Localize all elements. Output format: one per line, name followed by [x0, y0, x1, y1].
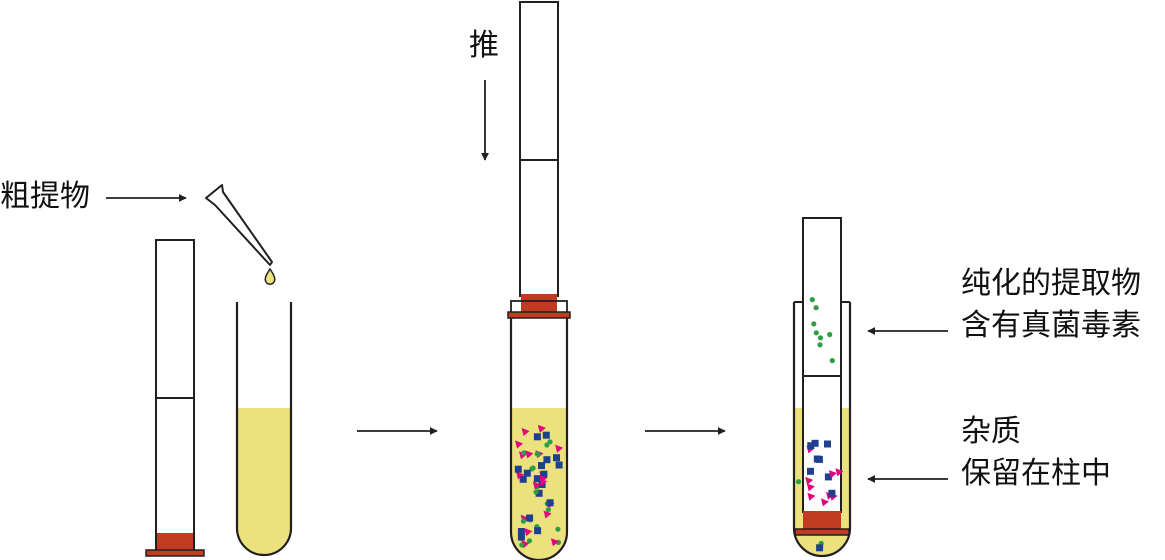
dot-particle — [829, 358, 835, 364]
purified-toxin-dots — [809, 297, 835, 364]
dot-particle — [519, 542, 525, 548]
dot-particle — [526, 538, 533, 544]
triangle-particle — [524, 528, 533, 537]
droplet-icon — [264, 267, 276, 285]
triangle-particle — [543, 510, 552, 519]
square-particle — [555, 461, 563, 469]
triangle-particle — [820, 498, 829, 507]
dot-particle — [813, 330, 819, 336]
column-flange — [145, 549, 205, 557]
square-particle — [540, 470, 548, 478]
triangle-particle — [835, 468, 844, 477]
square-particle — [543, 456, 551, 464]
dot-particle — [544, 442, 550, 448]
step3-column — [794, 217, 850, 552]
square-particle — [535, 489, 543, 497]
square-particle — [542, 431, 550, 439]
column-frit — [157, 533, 193, 551]
square-particle — [824, 440, 831, 448]
triangle-particle — [805, 476, 814, 485]
square-particle — [828, 489, 836, 497]
pipette-icon — [205, 184, 273, 266]
square-particle — [553, 454, 560, 462]
dot-particle — [813, 305, 819, 311]
dot-particle — [547, 439, 553, 445]
step1-tube — [235, 302, 293, 557]
square-particle — [514, 465, 522, 473]
dot-particle — [545, 507, 552, 513]
square-particle — [807, 442, 815, 450]
column-body — [155, 239, 195, 553]
column-flange-base — [794, 528, 850, 536]
square-particle — [533, 475, 541, 483]
dot-particle — [817, 342, 823, 348]
triangle-particle — [537, 424, 546, 433]
step1-column — [145, 239, 205, 557]
dot-particle — [555, 526, 561, 532]
dot-particle — [795, 479, 802, 485]
tube-outline — [509, 318, 569, 560]
dot-particle — [521, 450, 527, 456]
square-particle — [538, 462, 545, 470]
square-particle — [824, 473, 832, 481]
triangle-particle — [516, 471, 525, 480]
triangle-particle — [807, 492, 816, 501]
column-flange-base — [507, 311, 571, 319]
contains-mycotoxin-label: 含有真菌毒素 — [961, 308, 1141, 343]
column-frit — [521, 294, 557, 312]
push-label: 推 — [469, 28, 499, 63]
triangle-particle — [525, 450, 534, 459]
retained-in-column-label: 保留在柱中 — [961, 456, 1111, 491]
column-body — [519, 1, 559, 297]
tube-outline — [235, 302, 293, 557]
triangle-particle — [806, 483, 815, 492]
triangle-particle — [539, 478, 548, 487]
purified-extract-label: 纯化的提取物 — [961, 266, 1141, 301]
dot-particle — [811, 321, 817, 327]
dot-particle — [809, 297, 815, 303]
triangle-particle — [555, 444, 564, 453]
triangle-particle — [550, 538, 559, 547]
pipette — [205, 184, 276, 285]
square-particle — [533, 433, 541, 441]
tube-outline — [792, 302, 852, 558]
triangle-particle — [532, 481, 541, 490]
column-frit — [803, 511, 841, 531]
square-particle — [807, 467, 814, 475]
square-particle — [813, 455, 821, 463]
crude-extract-label: 粗提物 — [0, 179, 90, 214]
dot-particle — [817, 335, 824, 341]
dot-particle — [533, 489, 539, 495]
impurities-label: 杂质 — [961, 414, 1021, 449]
square-particle — [523, 469, 531, 477]
square-particle — [517, 528, 525, 535]
dot-particle — [520, 518, 527, 524]
column-upper — [802, 217, 842, 377]
step2-tube — [509, 318, 569, 560]
triangle-particle — [521, 428, 530, 437]
dot-particle — [535, 451, 541, 457]
tube-liquid — [237, 408, 291, 555]
square-particle — [546, 499, 554, 507]
square-particle — [811, 439, 819, 447]
square-particle — [534, 527, 542, 535]
square-particle — [517, 533, 525, 541]
dot-particle — [827, 331, 833, 338]
residual-particles — [795, 468, 844, 552]
square-particle — [816, 544, 824, 552]
step2-column — [507, 1, 571, 319]
sample-particles — [514, 424, 564, 549]
square-particle — [519, 475, 527, 483]
triangle-particle — [515, 440, 524, 449]
triangle-particle — [828, 470, 837, 479]
square-particle — [526, 514, 534, 522]
